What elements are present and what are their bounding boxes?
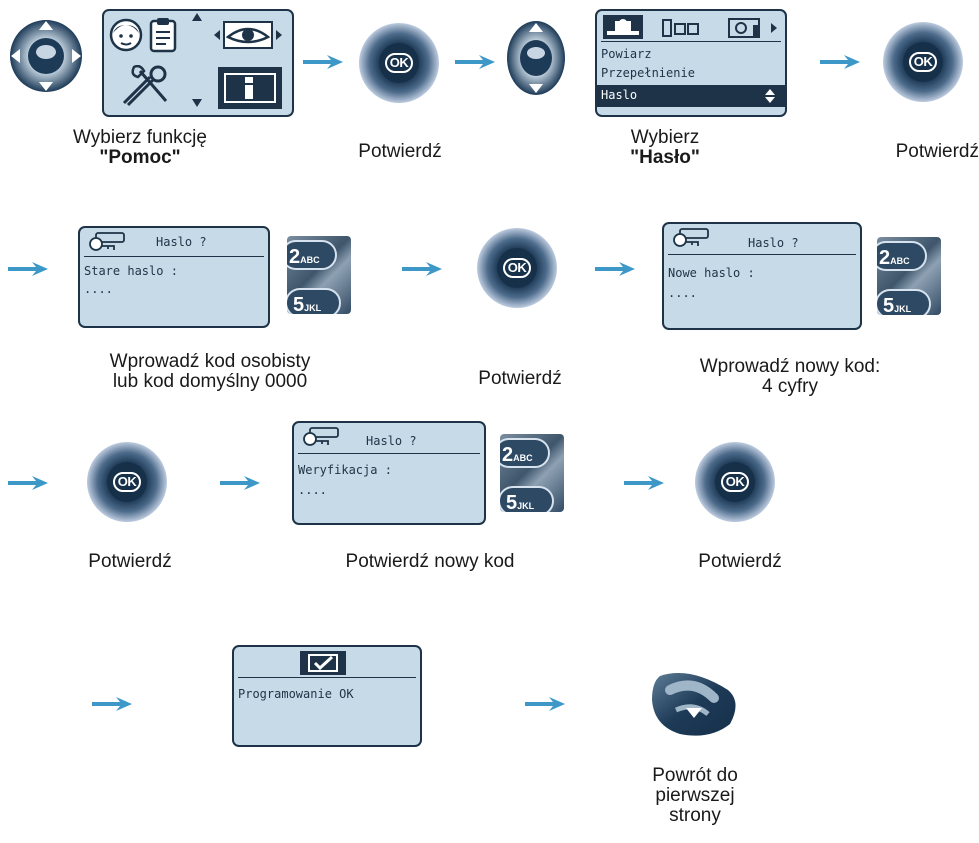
arrow-right-icon xyxy=(92,697,132,711)
caption-line: Wybierz xyxy=(630,127,700,148)
arrow-right-icon xyxy=(303,55,343,69)
ok-label: OK xyxy=(908,52,938,72)
step-caption: Potwierdź nowy kod xyxy=(345,551,515,572)
scroll-up-icon xyxy=(192,13,202,21)
key-icon xyxy=(303,427,339,446)
scroll-down-icon xyxy=(192,99,202,107)
ok-label: OK xyxy=(502,258,532,278)
arrow-right-icon xyxy=(8,476,48,490)
arrow-right-icon xyxy=(220,476,260,490)
step-caption: Wprowadź kod osobisty lub kod domyślny 0… xyxy=(60,352,360,392)
key-icon xyxy=(673,228,709,247)
menu-item-selected: Haslo xyxy=(597,85,785,107)
menu-item: Powiarz xyxy=(601,47,652,61)
info-icon xyxy=(218,67,282,109)
ok-button-icon: OK xyxy=(695,442,775,522)
navigation-key-icon xyxy=(507,21,565,95)
ok-label: OK xyxy=(112,472,142,492)
caption-line: lub kod domyślny 0000 xyxy=(112,371,308,392)
ok-label: OK xyxy=(384,53,414,73)
key-sub: JKL xyxy=(894,304,912,314)
screen-line: .... xyxy=(668,286,697,300)
verify-password-screen: Haslo ? Weryfikacja : .... xyxy=(292,421,486,525)
caption-line: strony xyxy=(669,805,721,826)
screen-title: Haslo ? xyxy=(156,235,207,249)
step-caption: Wybierz "Hasło" xyxy=(595,128,735,168)
keypad-icon: 2ABC 5JKL xyxy=(877,237,941,315)
key-label: 2 xyxy=(879,247,891,269)
eye-icon xyxy=(214,21,282,49)
phones-icon xyxy=(662,19,699,37)
key-icon xyxy=(89,232,125,251)
confirmation-screen: Programowanie OK xyxy=(232,645,422,747)
keypad-icon: 2ABC 5JKL xyxy=(500,434,564,512)
new-password-screen: Haslo ? Nowe haslo : .... xyxy=(662,222,862,330)
caption-line: Wprowadź kod osobisty xyxy=(109,351,311,372)
arrow-right-icon xyxy=(595,262,635,276)
screen-line: .... xyxy=(84,282,113,296)
step-caption: Potwierdź xyxy=(358,141,442,162)
arrow-right-icon xyxy=(820,55,860,69)
key-label: 5 xyxy=(293,294,305,314)
screen-line: Stare haslo : xyxy=(84,264,178,278)
arrow-right-icon xyxy=(525,697,565,711)
help-menu-screen: Powiarz Przepełnienie Haslo xyxy=(595,9,787,117)
caption-line: 4 cyfry xyxy=(762,376,818,397)
screen-title: Haslo ? xyxy=(366,434,417,448)
tools-icon xyxy=(122,65,168,107)
up-down-icon xyxy=(765,89,775,103)
menu-item: Przepełnienie xyxy=(601,66,695,80)
menu-item: Haslo xyxy=(601,88,638,102)
step-caption: Potwierdź xyxy=(478,368,562,389)
ok-button-icon: OK xyxy=(883,22,963,102)
arrow-right-icon xyxy=(8,262,48,276)
step-caption: Powrót do pierwszej strony xyxy=(610,766,780,826)
caption-line: Wprowadź nowy kod: xyxy=(699,356,881,377)
screen-line: Programowanie OK xyxy=(238,687,354,701)
screen-title: Haslo ? xyxy=(748,236,799,250)
step-caption: Potwierdź xyxy=(895,141,979,162)
screen-line: Weryfikacja : xyxy=(298,463,392,477)
arrow-right-icon xyxy=(624,476,664,490)
key-sub: JKL xyxy=(304,303,322,313)
key-label: 5 xyxy=(506,492,518,512)
main-menu-screen xyxy=(102,9,294,117)
caption-line: Wybierz funkcję xyxy=(73,127,207,148)
key-label: 2 xyxy=(289,246,301,268)
checkmark-icon xyxy=(300,651,346,675)
key-sub: JKL xyxy=(517,501,535,511)
arrow-right-icon xyxy=(455,55,495,69)
person-icon xyxy=(109,18,143,52)
ok-button-icon: OK xyxy=(477,228,557,308)
arrow-right-icon xyxy=(402,262,442,276)
keypad-icon: 2ABC 5JKL xyxy=(287,236,351,314)
key-sub: ABC xyxy=(513,453,533,463)
caption-bold: "Pomoc" xyxy=(99,147,181,168)
clipboard-icon xyxy=(149,18,177,53)
clock-settings-icon xyxy=(728,18,777,38)
key-label: 5 xyxy=(883,295,895,315)
key-sub: ABC xyxy=(300,255,320,265)
ok-label: OK xyxy=(720,472,750,492)
old-password-screen: Haslo ? Stare haslo : .... xyxy=(78,226,270,328)
caption-bold: "Hasło" xyxy=(630,147,700,168)
phone-settings-icon xyxy=(607,19,639,35)
screen-line: Nowe haslo : xyxy=(668,266,755,280)
ok-button-icon: OK xyxy=(359,23,439,103)
hang-up-icon xyxy=(652,673,736,736)
caption-line: pierwszej xyxy=(655,785,735,806)
key-sub: ABC xyxy=(890,256,910,266)
step-caption: Potwierdź xyxy=(88,551,172,572)
navigation-key-icon xyxy=(10,20,82,92)
key-label: 2 xyxy=(502,444,514,466)
step-caption: Potwierdź xyxy=(698,551,782,572)
screen-line: .... xyxy=(298,483,327,497)
step-caption: Wybierz funkcję "Pomoc" xyxy=(40,128,240,168)
caption-line: Powrót do xyxy=(652,765,738,786)
ok-button-icon: OK xyxy=(87,442,167,522)
step-caption: Wprowadź nowy kod: 4 cyfry xyxy=(660,357,920,397)
